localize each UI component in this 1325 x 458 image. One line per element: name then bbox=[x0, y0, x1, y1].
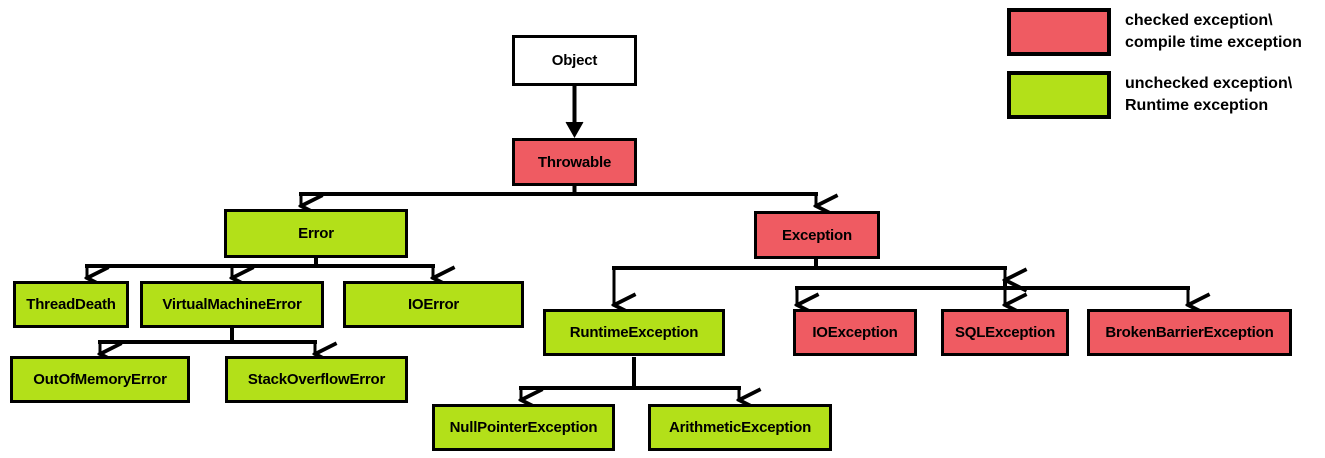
node-object[interactable]: Object bbox=[512, 35, 637, 86]
node-sqlexception-label: SQLException bbox=[954, 324, 1056, 341]
node-arithmeticexception[interactable]: ArithmeticException bbox=[648, 404, 832, 451]
node-nullpointerexception-label: NullPointerException bbox=[449, 419, 598, 436]
node-ioerror[interactable]: IOError bbox=[343, 281, 524, 328]
node-outofmemoryerror[interactable]: OutOfMemoryError bbox=[10, 356, 190, 403]
legend-item-unchecked: unchecked exception\ Runtime exception bbox=[1007, 71, 1292, 119]
node-stackoverflowerror[interactable]: StackOverflowError bbox=[225, 356, 408, 403]
node-runtimeexception-label: RuntimeException bbox=[569, 324, 699, 341]
legend-swatch-unchecked-icon bbox=[1007, 71, 1111, 119]
edge-error-children bbox=[85, 258, 435, 278]
node-outofmemoryerror-label: OutOfMemoryError bbox=[33, 371, 167, 388]
node-nullpointerexception[interactable]: NullPointerException bbox=[432, 404, 615, 451]
edge-exception-children bbox=[612, 259, 1190, 305]
node-stackoverflowerror-label: StackOverflowError bbox=[247, 371, 386, 388]
node-threaddeath[interactable]: ThreadDeath bbox=[13, 281, 129, 328]
legend-label-checked: checked exception\ compile time exceptio… bbox=[1125, 12, 1302, 51]
node-throwable-label: Throwable bbox=[537, 153, 612, 171]
edge-virtualmachineerror-children bbox=[98, 328, 317, 354]
node-exception[interactable]: Exception bbox=[754, 211, 880, 259]
legend-swatch-checked-icon bbox=[1007, 8, 1111, 56]
node-brokenbarrierexception-label: BrokenBarrierException bbox=[1105, 324, 1274, 341]
node-sqlexception[interactable]: SQLException bbox=[941, 309, 1069, 356]
node-throwable[interactable]: Throwable bbox=[512, 138, 637, 186]
node-brokenbarrierexception[interactable]: BrokenBarrierException bbox=[1087, 309, 1292, 356]
node-error-label: Error bbox=[298, 225, 334, 242]
edge-object-throwable bbox=[565, 86, 584, 139]
node-ioexception-label: IOException bbox=[812, 324, 898, 341]
node-threaddeath-label: ThreadDeath bbox=[26, 296, 116, 313]
legend-label-unchecked: unchecked exception\ Runtime exception bbox=[1125, 75, 1293, 114]
node-ioerror-label: IOError bbox=[407, 296, 460, 313]
node-exception-label: Exception bbox=[782, 226, 852, 244]
node-ioexception[interactable]: IOException bbox=[793, 309, 917, 356]
edge-runtimeexception-children bbox=[519, 357, 741, 400]
node-object-label: Object bbox=[551, 52, 598, 69]
node-virtualmachineerror-label: VirtualMachineError bbox=[162, 296, 302, 313]
node-error[interactable]: Error bbox=[224, 209, 408, 258]
node-arithmeticexception-label: ArithmeticException bbox=[668, 419, 812, 436]
node-runtimeexception[interactable]: RuntimeException bbox=[543, 309, 725, 356]
legend-item-checked: checked exception\ compile time exceptio… bbox=[1007, 8, 1302, 56]
node-virtualmachineerror[interactable]: VirtualMachineError bbox=[140, 281, 324, 328]
edge-throwable-children bbox=[299, 186, 818, 206]
